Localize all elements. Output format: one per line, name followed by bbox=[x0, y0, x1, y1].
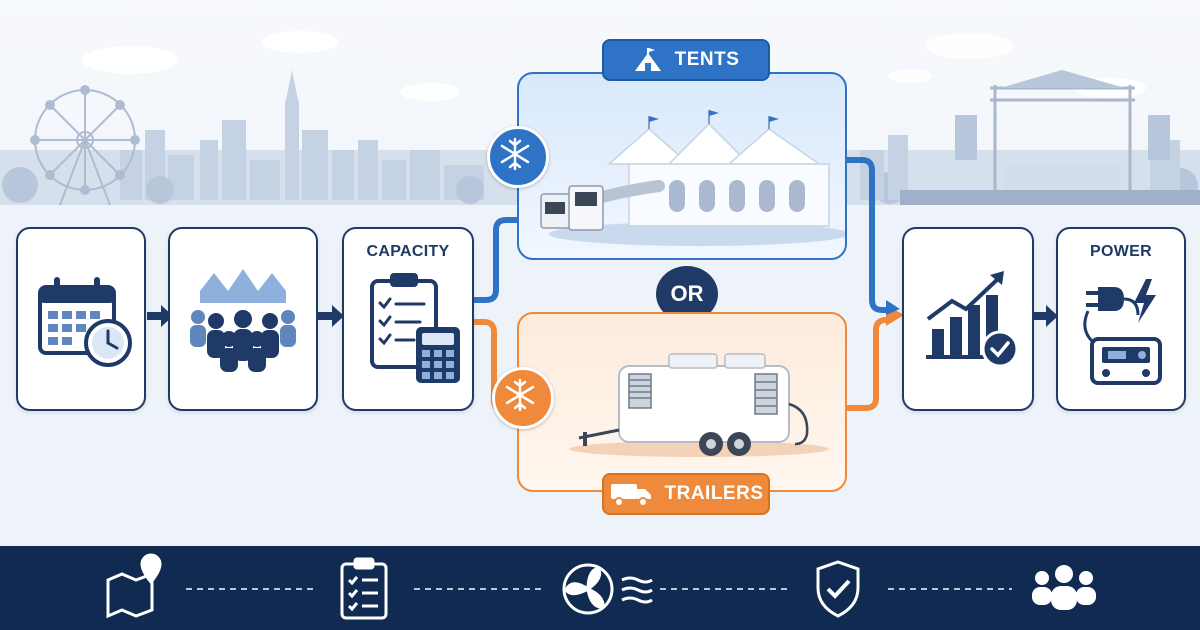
step-analysis-card[interactable] bbox=[902, 227, 1034, 411]
plug-lightning-generator-icon bbox=[1083, 279, 1162, 385]
tent-with-ac-illustration bbox=[540, 110, 845, 246]
checklist-icon bbox=[340, 557, 388, 620]
trailers-branch-out bbox=[847, 317, 890, 411]
step-capacity-card[interactable]: CAPACITY bbox=[342, 227, 474, 411]
tents-badge: TENTS bbox=[602, 39, 770, 81]
tents-label: TENTS bbox=[674, 49, 740, 70]
clipboard-calculator-icon bbox=[370, 273, 460, 383]
map-pin-icon bbox=[106, 553, 162, 619]
tents-option-panel[interactable] bbox=[517, 72, 847, 260]
trailers-option-panel[interactable] bbox=[517, 312, 847, 492]
trailers-badge: TRAILERS bbox=[602, 473, 770, 515]
group-icon bbox=[1032, 565, 1096, 610]
fan-icon bbox=[562, 563, 653, 615]
tent-icon bbox=[634, 48, 661, 71]
step-power-label: POWER bbox=[1090, 243, 1152, 260]
step-capacity-label: CAPACITY bbox=[366, 243, 450, 260]
snowflake-icon-trailers bbox=[492, 367, 554, 429]
calendar-clock-icon bbox=[38, 277, 132, 367]
crowd-icon bbox=[190, 269, 296, 372]
truck-icon bbox=[610, 484, 651, 507]
arrow-1 bbox=[147, 305, 173, 327]
step-schedule-card[interactable] bbox=[16, 227, 146, 411]
step-crowd-card[interactable] bbox=[168, 227, 318, 411]
bar-chart-check-icon bbox=[926, 271, 1019, 368]
ac-trailer-illustration bbox=[569, 353, 829, 457]
footer-bar bbox=[0, 546, 1200, 630]
snowflake-icon-tents bbox=[487, 126, 549, 188]
tents-branch-in bbox=[474, 217, 519, 303]
arrow-2 bbox=[318, 305, 344, 327]
trailers-label: TRAILERS bbox=[664, 483, 764, 504]
tents-branch-out bbox=[847, 157, 890, 313]
arrow-3 bbox=[1034, 305, 1058, 327]
shield-check-icon bbox=[816, 560, 860, 618]
step-power-card[interactable]: POWER bbox=[1056, 227, 1186, 411]
